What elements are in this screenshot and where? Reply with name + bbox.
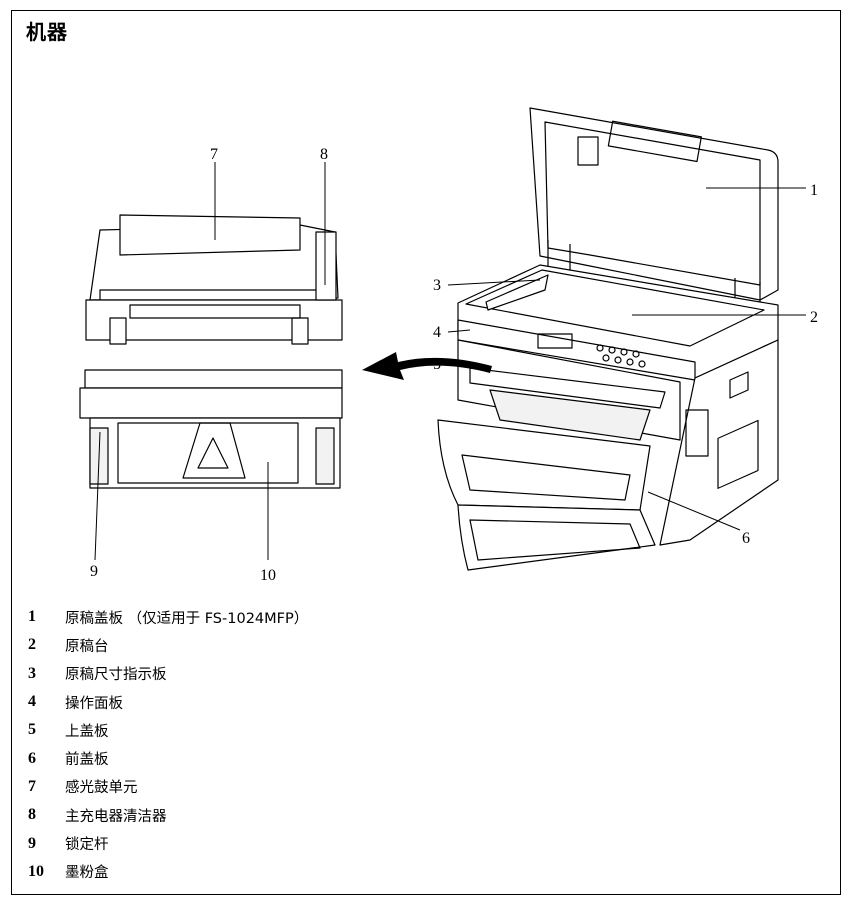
callout-3: 3	[433, 277, 441, 294]
upper-cover	[469, 367, 666, 409]
machine-diagram: 1 2 3 4 5 6 7 8 9 10	[79, 107, 818, 584]
document-cover	[529, 107, 779, 301]
callout-4: 4	[433, 324, 441, 341]
printer-illustration	[437, 107, 779, 571]
callout-7: 7	[210, 146, 218, 163]
callout-1: 1	[810, 182, 818, 199]
callout-9: 9	[90, 563, 98, 580]
callout-5: 5	[433, 356, 441, 373]
page-title: 机器	[26, 20, 68, 44]
callout-2: 2	[810, 309, 818, 326]
callout-6: 6	[742, 530, 750, 547]
page-frame	[11, 10, 841, 895]
callout-10: 10	[260, 567, 276, 584]
removal-arrow	[362, 352, 492, 380]
drum-unit-illustration	[85, 214, 343, 345]
callout-8: 8	[320, 146, 328, 163]
toner-unit-illustration	[79, 369, 343, 489]
